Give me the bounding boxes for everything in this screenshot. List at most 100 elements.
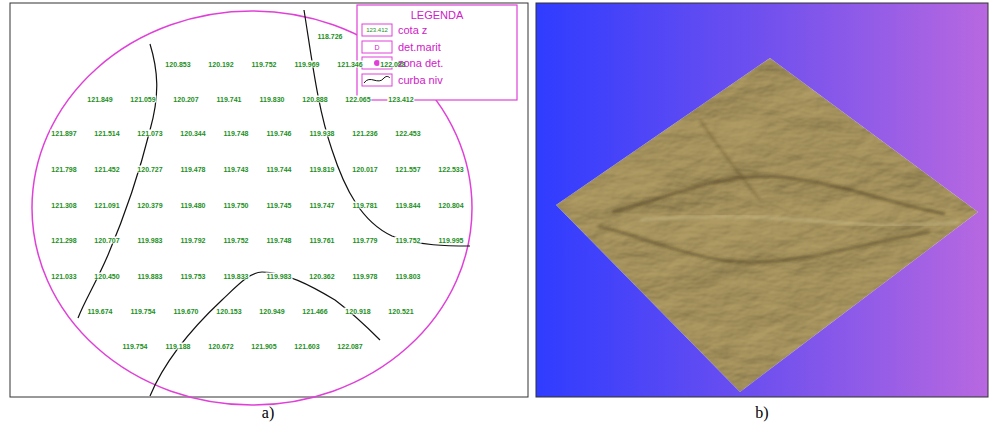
elevation-value: 121.033 [50,273,77,280]
elevation-value: 122.087 [336,343,363,350]
elevation-value: 121.849 [86,96,113,103]
elevation-value: 119.478 [180,166,207,173]
elevation-value: 119.754 [122,343,149,350]
elevation-value: 119.819 [309,166,336,173]
elevation-value: 119.748 [266,237,293,244]
elevation-value: 121.514 [93,130,120,137]
elevation-value: 122.453 [394,130,421,137]
elevation-value: 119.983 [137,237,164,244]
elevation-value: 119.792 [180,237,207,244]
panel-frame [10,3,528,397]
elevation-value: 122.533 [437,166,464,173]
panel-label: a) [262,405,274,421]
elevation-value: 119.670 [173,308,200,315]
elevation-value: 119.978 [352,273,379,280]
elevation-value: 119.753 [180,273,207,280]
panel-frame [536,3,988,397]
elevation-value: 119.752 [395,237,422,244]
elevation-value: 121.236 [351,130,378,137]
valley-line [612,177,945,214]
elevation-value: 120.379 [136,202,163,209]
elevation-value: 119.745 [266,202,293,209]
elevation-value: 119.938 [309,130,336,137]
elevation-value: 119.844 [395,202,422,209]
elevation-value: 119.883 [137,273,164,280]
elevation-value: 119.747 [309,202,336,209]
elevation-value: 119.779 [352,237,379,244]
elevation-value: 121.091 [93,202,120,209]
terrain-surface [556,58,978,392]
legend-text: curba niv [398,75,443,86]
elevation-value: 119.746 [266,130,293,137]
elevation-value: 121.308 [50,202,77,209]
elevation-value: 120.450 [93,273,120,280]
elevation-value: 120.918 [344,308,371,315]
legend-sample [362,24,392,36]
elevation-value: 119.754 [130,308,157,315]
elevation-value: 121.346 [336,61,363,68]
elevation-value: 119.674 [87,308,114,315]
legend-text: zona det. [398,58,443,69]
elevation-value: 119.830 [259,96,286,103]
legend-text: cota z [398,25,427,36]
elevation-value: 121.452 [93,166,120,173]
elevation-value: 121.905 [250,343,277,350]
elevation-value: 119.969 [294,61,321,68]
legend-box [357,5,517,100]
valley-line [700,120,760,200]
ridge-line [640,216,960,225]
legend-sample-value: 123.412 [366,27,388,33]
elevation-value: 120.853 [164,61,191,68]
elevation-value: 119.752 [223,237,250,244]
valley-line [598,226,930,262]
elevation-value: 119.743 [223,166,250,173]
elevation-value: 120.362 [308,273,335,280]
legend-text: det.marit [398,42,441,53]
elevation-value: 122.065 [344,96,371,103]
elevation-value: 119.744 [266,166,293,173]
legend-sample [362,41,392,53]
elevation-value: 121.298 [50,237,77,244]
terrain-relief [598,120,960,262]
elevation-value: 119.761 [309,237,336,244]
legend-sample [362,74,392,86]
elevation-value: 118.726 [317,33,344,40]
elevation-value: 119.833 [223,273,250,280]
legend-sample [364,76,390,83]
elevation-value: 120.804 [437,202,464,209]
elevation-value: 119.741 [216,96,243,103]
elevation-value: 119.750 [223,202,250,209]
elevation-value: 120.192 [207,61,234,68]
elevation-value: 119.188 [165,343,192,350]
elevation-value: 119.995 [438,237,465,244]
elevation-value: 120.949 [258,308,285,315]
elevation-value: 119.480 [180,202,207,209]
elevation-value: 120.153 [215,308,242,315]
elevation-value: 119.781 [352,202,379,209]
legend-sample-letter: D [374,44,379,51]
elevation-value: 121.557 [394,166,421,173]
elevation-value: 121.059 [129,96,156,103]
elevation-value: 119.983 [266,273,293,280]
elevation-value: 120.727 [136,166,163,173]
elevation-value: 121.073 [136,130,163,137]
contour-line [150,272,380,396]
legend-title: LEGENDA [411,10,464,21]
elevation-value: 121.798 [50,166,77,173]
elevation-value: 119.752 [251,61,278,68]
elevation-value: 120.521 [387,308,414,315]
elevation-value: 120.344 [179,130,206,137]
elevation-value: 120.672 [207,343,234,350]
elevation-value: 120.888 [301,96,328,103]
elevation-value: 119.748 [223,130,250,137]
elevation-value: 120.707 [93,237,120,244]
elevation-value: 121.603 [293,343,320,350]
elevation-value: 121.466 [301,308,328,315]
panel-label: b) [755,405,768,421]
elevation-value: 120.017 [351,166,378,173]
elevation-value: 123.412 [387,96,414,103]
elevation-value: 119.803 [395,273,422,280]
elevation-value: 121.897 [50,130,77,137]
